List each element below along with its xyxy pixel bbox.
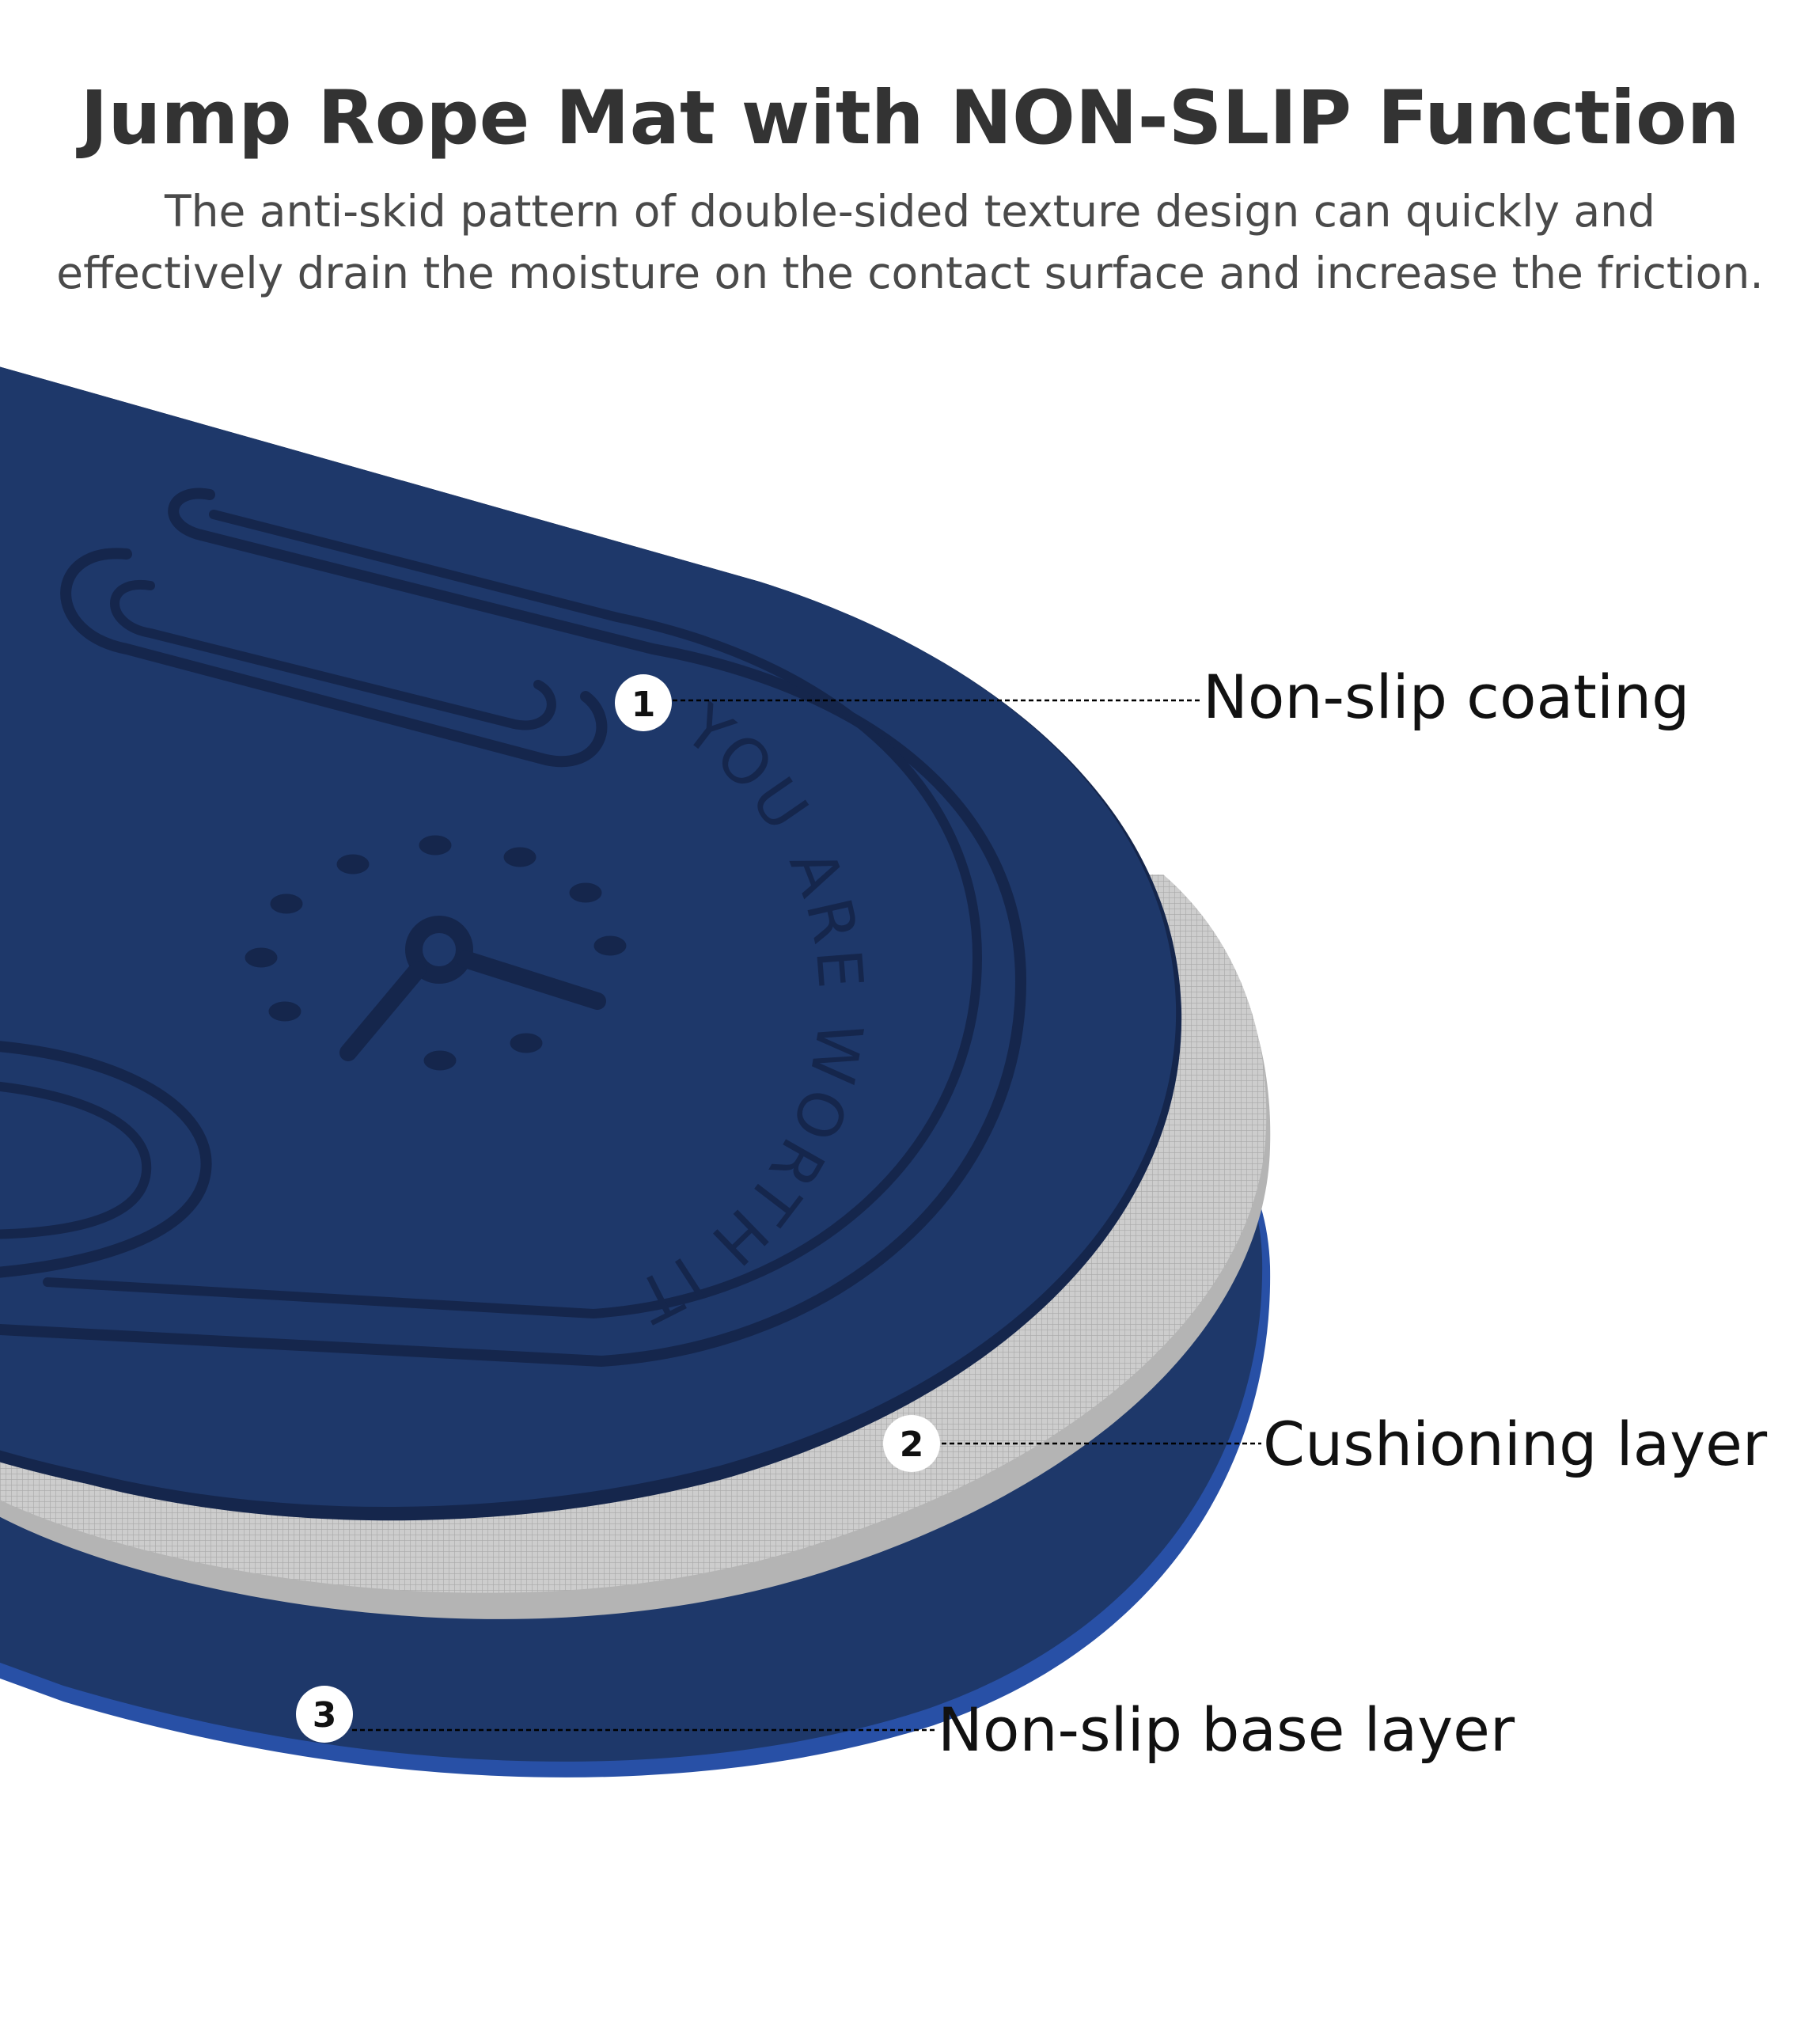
top-layer [0,366,1177,1507]
callout-1-number: 1 [631,685,656,725]
callout-2-label: Cushioning layer [1263,1409,1768,1479]
callout-3-number: 3 [313,1695,337,1736]
callout-2-number: 2 [900,1425,924,1465]
callout-1-label: Non-slip coating [1203,662,1690,732]
header: Jump Rope Mat with NON-SLIP Function The… [0,71,1820,304]
callout-2-marker: 2 [883,1415,940,1472]
callout-3-marker: 3 [296,1686,353,1743]
subtitle-line-2: effectively drain the moisture on the co… [56,248,1764,298]
emboss-paperclip-left [0,1041,212,1278]
page-title: Jump Rope Mat with NON-SLIP Function [80,75,1740,161]
subtitle-line-1: The anti-skid pattern of double-sided te… [165,186,1655,237]
callout-3-label: Non-slip base layer [938,1694,1515,1765]
emboss-paperclip-upper [0,488,1026,1367]
page-subtitle: The anti-skid pattern of double-sided te… [16,180,1804,304]
callout-1-marker: 1 [615,674,672,731]
clock-icon [245,835,627,1071]
